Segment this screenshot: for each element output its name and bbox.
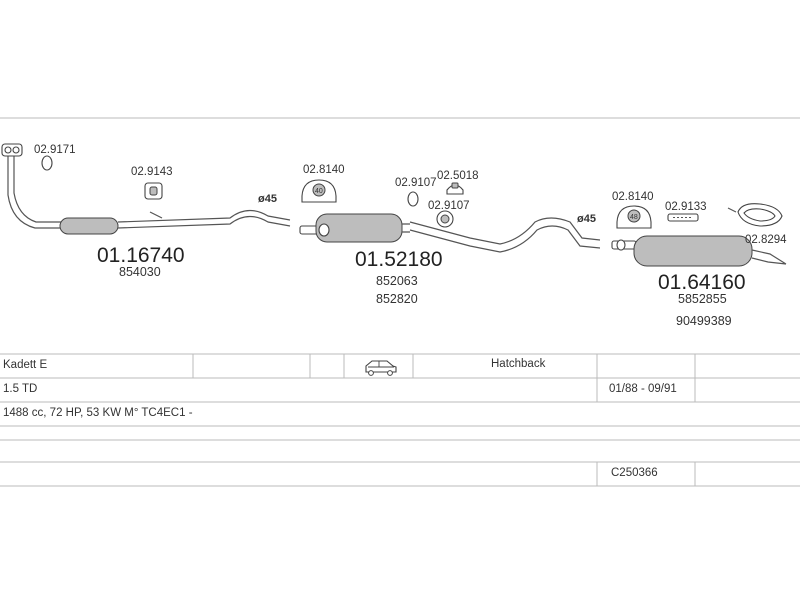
car-icon [365, 360, 397, 376]
diameter-rear-label: ø45 [577, 213, 596, 225]
hanger-ring-rear-icon [727, 203, 783, 227]
middle-silencer-number: 01.52180 [355, 248, 443, 271]
hanger-rear-marking: 48 [630, 214, 638, 221]
vehicle-years: 01/88 - 09/91 [609, 383, 677, 395]
rear-silencer-ref-2: 90499389 [676, 314, 732, 328]
gasket-mid-a-label: 02.9107 [395, 177, 437, 189]
gasket-front-icon [41, 155, 53, 171]
vehicle-model: Kadett E [3, 359, 47, 371]
hanger-ring-rear-label: 02.8294 [745, 234, 787, 246]
middle-silencer-part [299, 213, 601, 253]
hanger-rear-icon: 48 [616, 205, 652, 229]
strap-rear-label: 02.9133 [665, 201, 707, 213]
clamp-mid-icon [446, 182, 464, 195]
hanger-front-label: 02.9143 [131, 166, 173, 178]
vehicle-body: Hatchback [491, 358, 546, 370]
vehicle-info-table [0, 353, 800, 487]
front-pipe-part [1, 143, 291, 235]
gasket-mid-b-label: 02.9107 [428, 200, 470, 212]
gasket-mid-b-icon [436, 210, 454, 228]
hanger-mid-marking: 40 [315, 188, 323, 195]
vehicle-engine: 1.5 TD [3, 383, 37, 395]
vehicle-spec: 1488 cc, 72 HP, 53 KW M° TC4EC1 - [3, 407, 193, 419]
hanger-rear-label: 02.8140 [612, 191, 654, 203]
rear-silencer-part [611, 235, 787, 267]
clamp-mid-label: 02.5018 [437, 170, 479, 182]
gasket-mid-a-icon [407, 191, 419, 207]
rear-silencer-ref-1: 5852855 [678, 292, 727, 306]
diameter-front-label: ø45 [258, 193, 277, 205]
rear-silencer-number: 01.64160 [658, 271, 746, 294]
strap-rear-icon [667, 213, 699, 222]
gasket-front-label: 02.9171 [34, 144, 76, 156]
middle-silencer-ref-1: 852063 [376, 274, 418, 288]
hanger-mid-icon: 40 [301, 179, 337, 203]
hanger-mid-label: 02.8140 [303, 164, 345, 176]
front-pipe-ref: 854030 [119, 265, 161, 279]
front-pipe-number: 01.16740 [97, 244, 185, 267]
middle-silencer-ref-2: 852820 [376, 292, 418, 306]
vehicle-code: C250366 [611, 467, 658, 479]
hanger-front-icon [144, 182, 163, 200]
